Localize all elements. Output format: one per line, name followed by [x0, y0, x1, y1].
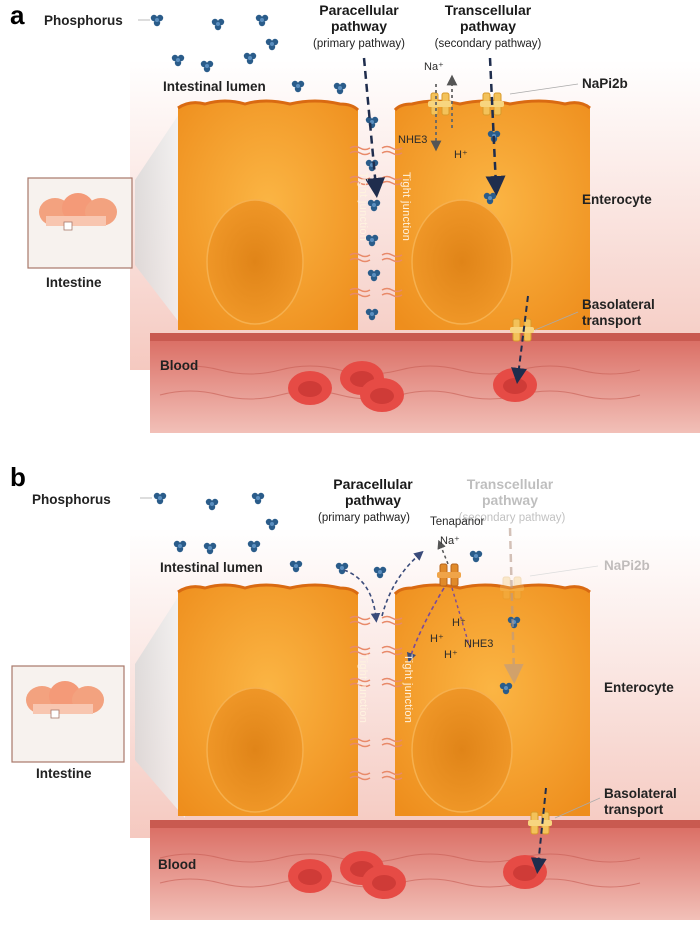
basolateral-leader	[534, 311, 579, 331]
enterocyte-right	[393, 583, 591, 816]
transcellular-arrow	[485, 57, 506, 196]
napi2b-label: NaPi2b	[604, 558, 650, 573]
panel-a: a Phosphorus Intestinal lumen Paracellul…	[10, 0, 700, 433]
basolateral-label: Basolateral transport	[582, 297, 655, 328]
transcellular-title: Transcellular pathway	[466, 476, 554, 508]
phosphorus-molecule-icon	[153, 492, 167, 505]
panel-b-diagram	[11, 492, 700, 920]
red-blood-cell-icon	[493, 368, 537, 402]
h-label-3: H⁺	[444, 649, 458, 661]
magnification-cone	[135, 586, 185, 818]
tight-junction-strands	[349, 615, 403, 781]
intestine-label: Intestine	[46, 275, 102, 290]
paracellular-title: Paracellular pathway	[319, 2, 399, 34]
tenapanor-label: Tenapanor	[430, 516, 485, 528]
paracellular-subtitle: (primary pathway)	[312, 38, 406, 50]
red-blood-cell-icon	[288, 859, 332, 893]
magnification-cone	[135, 105, 185, 330]
paracellular-title: Paracellular pathway	[333, 476, 413, 508]
panel-a-diagram	[27, 14, 700, 433]
napi2b-label: NaPi2b	[582, 76, 628, 91]
blood-label: Blood	[160, 358, 199, 373]
transcellular-arrow	[503, 527, 524, 684]
phosphorus-molecule-icon	[150, 14, 164, 27]
red-blood-cell-icon	[503, 855, 547, 889]
intestine-inset	[11, 665, 125, 763]
red-blood-cell-icon	[362, 865, 406, 899]
intestine-icon	[26, 681, 104, 719]
phosphorus-molecule-icon	[211, 18, 225, 31]
tight-junction-label-left: Tight junction	[357, 172, 369, 242]
panel-letter: a	[10, 0, 25, 30]
intestine-icon	[39, 193, 117, 231]
lumen-label: Intestinal lumen	[160, 560, 263, 575]
h-arrow	[451, 587, 471, 649]
tight-junction-label-left: Tight junction	[357, 654, 369, 724]
blood-vessel	[150, 333, 700, 433]
panel-letter: b	[10, 462, 26, 492]
h-label-2: H⁺	[430, 633, 444, 645]
h-curved-arrow	[406, 587, 445, 663]
phosphorus-molecule-icon	[251, 492, 265, 505]
basolateral-arrow	[511, 295, 529, 384]
phosphorus-label: Phosphorus	[44, 13, 123, 28]
intestine-inset	[27, 177, 133, 269]
enterocyte-label: Enterocyte	[604, 680, 674, 695]
phosphorus-molecule-icon	[255, 14, 269, 27]
red-blood-cell-icon	[288, 371, 332, 405]
basolateral-label: Basolateral transport	[604, 786, 677, 817]
tight-junction-label-right: Tight junction	[402, 654, 414, 724]
blood-label: Blood	[158, 857, 197, 872]
nhe3-transporter-icon	[437, 563, 461, 587]
nhe3-label: NHE3	[398, 134, 428, 146]
nucleus-left	[206, 199, 304, 325]
enterocyte-label: Enterocyte	[582, 192, 652, 207]
paracellular-reflux-arrow	[381, 550, 424, 617]
phosphorus-molecule-icon	[205, 498, 219, 511]
paracellular-arrow	[362, 57, 386, 198]
panel-b: b Phosphorus Intestinal lumen Paracellul…	[0, 462, 700, 936]
paracellular-subtitle: (primary pathway)	[317, 512, 411, 524]
transcellular-subtitle: (secondary pathway)	[458, 512, 566, 524]
na-label: Na⁺	[440, 535, 460, 547]
enterocyte-left	[177, 99, 360, 330]
intestine-label: Intestine	[36, 766, 92, 781]
nhe3-label: NHE3	[464, 638, 494, 650]
h-label: H⁺	[454, 149, 468, 161]
paracellular-curved-arrow	[343, 569, 381, 623]
lumen-label: Intestinal lumen	[163, 79, 266, 94]
h-label-1: H⁺	[452, 617, 466, 629]
enterocyte-right	[393, 99, 591, 330]
tight-junction-label-right: Tight junction	[400, 172, 412, 242]
napi2b-leader	[529, 565, 599, 577]
basolateral-leader	[554, 797, 601, 819]
napi2b-leader	[509, 83, 579, 95]
red-blood-cell-icon	[360, 378, 404, 412]
blood-vessel	[150, 820, 700, 920]
phosphorus-molecule-icon	[265, 38, 279, 51]
enterocyte-left	[177, 583, 360, 816]
na-label: Na⁺	[424, 61, 444, 73]
phosphorus-label: Phosphorus	[32, 492, 111, 507]
nucleus-right	[411, 687, 513, 813]
transcellular-title: Transcellular pathway	[444, 2, 532, 34]
basolateral-arrow	[530, 787, 547, 874]
nucleus-left	[206, 687, 304, 813]
transcellular-subtitle: (secondary pathway)	[434, 38, 542, 50]
nucleus-right	[411, 199, 513, 325]
